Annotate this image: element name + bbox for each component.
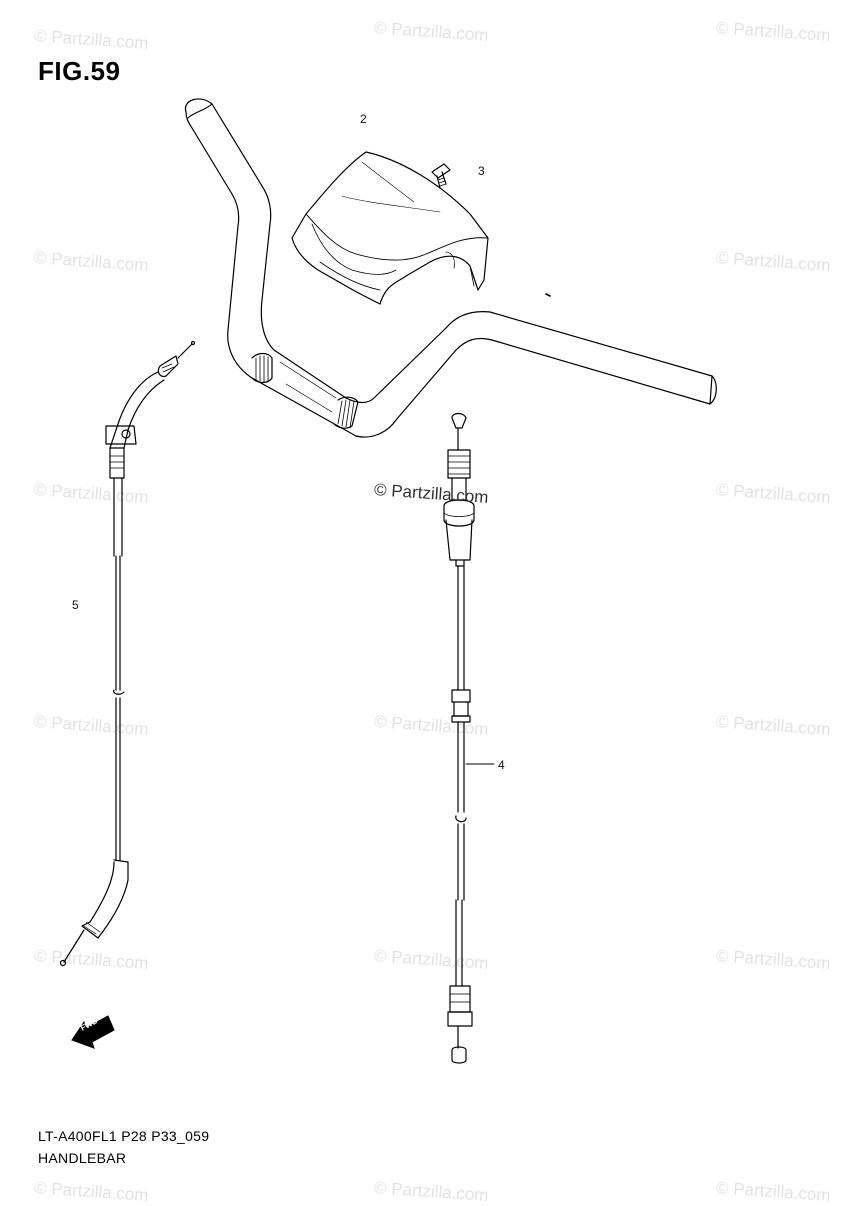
diagram-name: HANDLEBAR (38, 1150, 127, 1166)
throttle-cable (59, 340, 196, 967)
forward-arrow-icon (71, 1015, 115, 1049)
callout-cover: 2 (360, 112, 367, 126)
callout-throttle-cable: 5 (72, 598, 79, 612)
bolt (431, 163, 451, 189)
handlebar (184, 98, 717, 438)
figure-title: FIG.59 (38, 56, 121, 86)
callout-bolt: 3 (478, 164, 485, 178)
callout-brake-cable: 4 (498, 758, 505, 772)
brake-cable (443, 412, 495, 1064)
mark-dash (545, 293, 551, 297)
handlebar-cover (291, 151, 489, 305)
diagram-code: LT-A400FL1 P28 P33_059 (38, 1128, 210, 1144)
